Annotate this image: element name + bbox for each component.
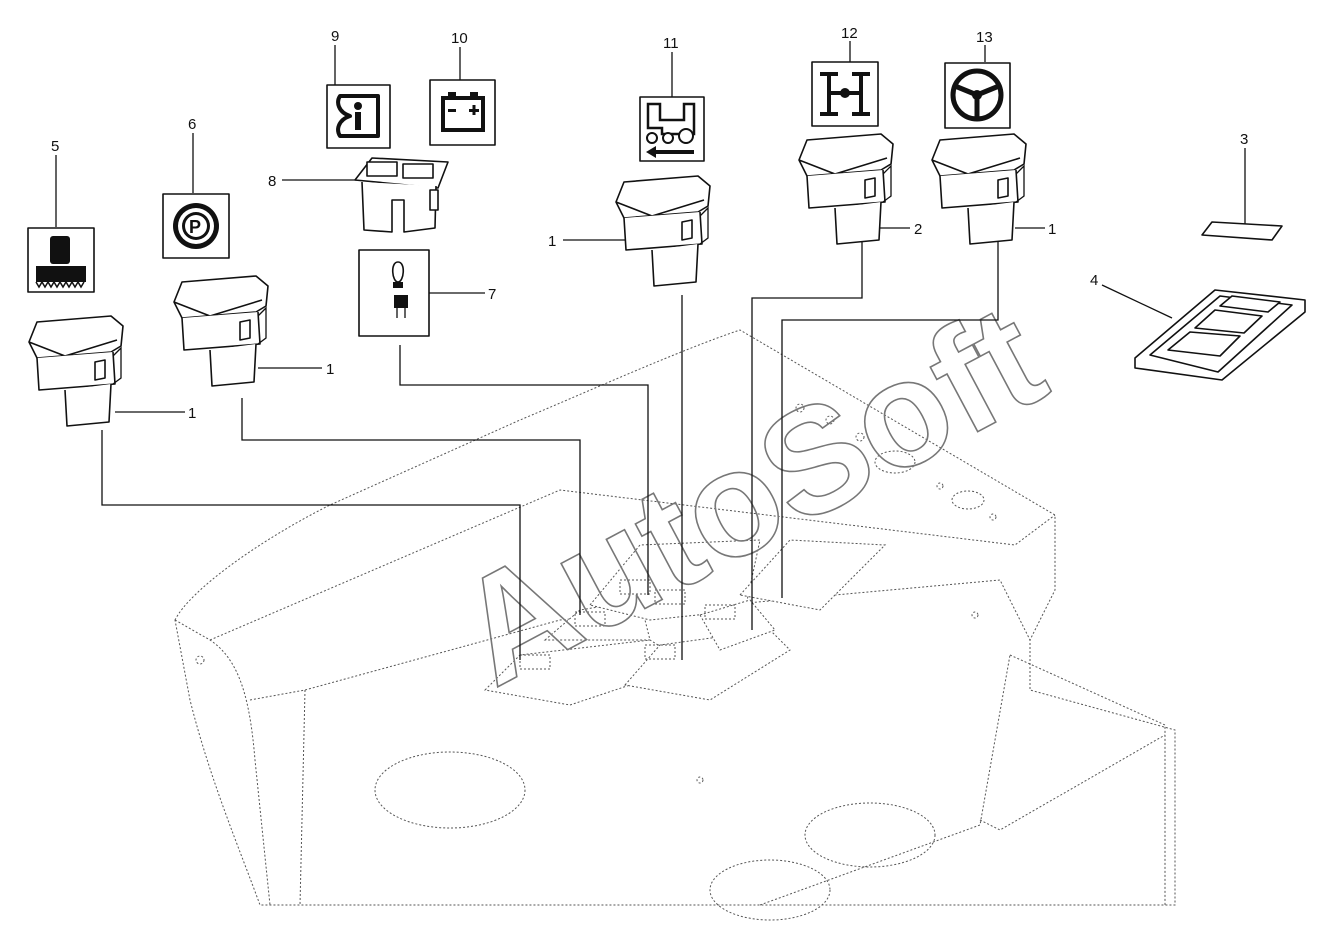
steering-wheel-icon bbox=[944, 62, 1011, 129]
svg-text:P: P bbox=[189, 217, 201, 237]
four-wheel-drive-icon bbox=[811, 61, 879, 127]
battery-icon bbox=[429, 79, 496, 146]
tractor-reverse-icon bbox=[639, 96, 705, 162]
console-body bbox=[174, 329, 1176, 921]
callout-1d: 1 bbox=[1048, 221, 1056, 238]
rocker-switch-1-center bbox=[615, 175, 711, 287]
leader-lines bbox=[55, 41, 1246, 660]
switch-frame-4 bbox=[1134, 289, 1306, 381]
callout-7: 7 bbox=[488, 286, 496, 303]
callout-11: 11 bbox=[663, 35, 679, 52]
callout-10: 10 bbox=[451, 30, 468, 47]
callout-6: 6 bbox=[188, 116, 196, 133]
callout-12: 12 bbox=[841, 25, 858, 42]
callout-1c: 1 bbox=[548, 233, 556, 250]
callout-2: 2 bbox=[914, 221, 922, 238]
lens-cover-3 bbox=[1201, 221, 1283, 241]
callout-3: 3 bbox=[1240, 131, 1248, 148]
callout-5: 5 bbox=[51, 138, 59, 155]
callout-9: 9 bbox=[331, 28, 339, 45]
callout-4: 4 bbox=[1090, 272, 1098, 289]
warning-indicator-icon bbox=[326, 84, 391, 149]
callout-1b: 1 bbox=[326, 361, 334, 378]
rocker-switch-1-parking bbox=[173, 275, 269, 387]
blank-switch-8 bbox=[354, 157, 449, 233]
rocker-switch-1-right bbox=[931, 133, 1027, 245]
parking-brake-icon: P bbox=[162, 193, 230, 259]
callout-8: 8 bbox=[268, 173, 276, 190]
callout-13: 13 bbox=[976, 29, 993, 46]
lamp-relay-icon bbox=[358, 249, 430, 337]
callout-1a: 1 bbox=[188, 405, 196, 422]
rocker-switch-2 bbox=[798, 133, 894, 245]
cultivator-implement-icon bbox=[27, 227, 95, 293]
rocker-switch-1-left bbox=[28, 315, 124, 427]
